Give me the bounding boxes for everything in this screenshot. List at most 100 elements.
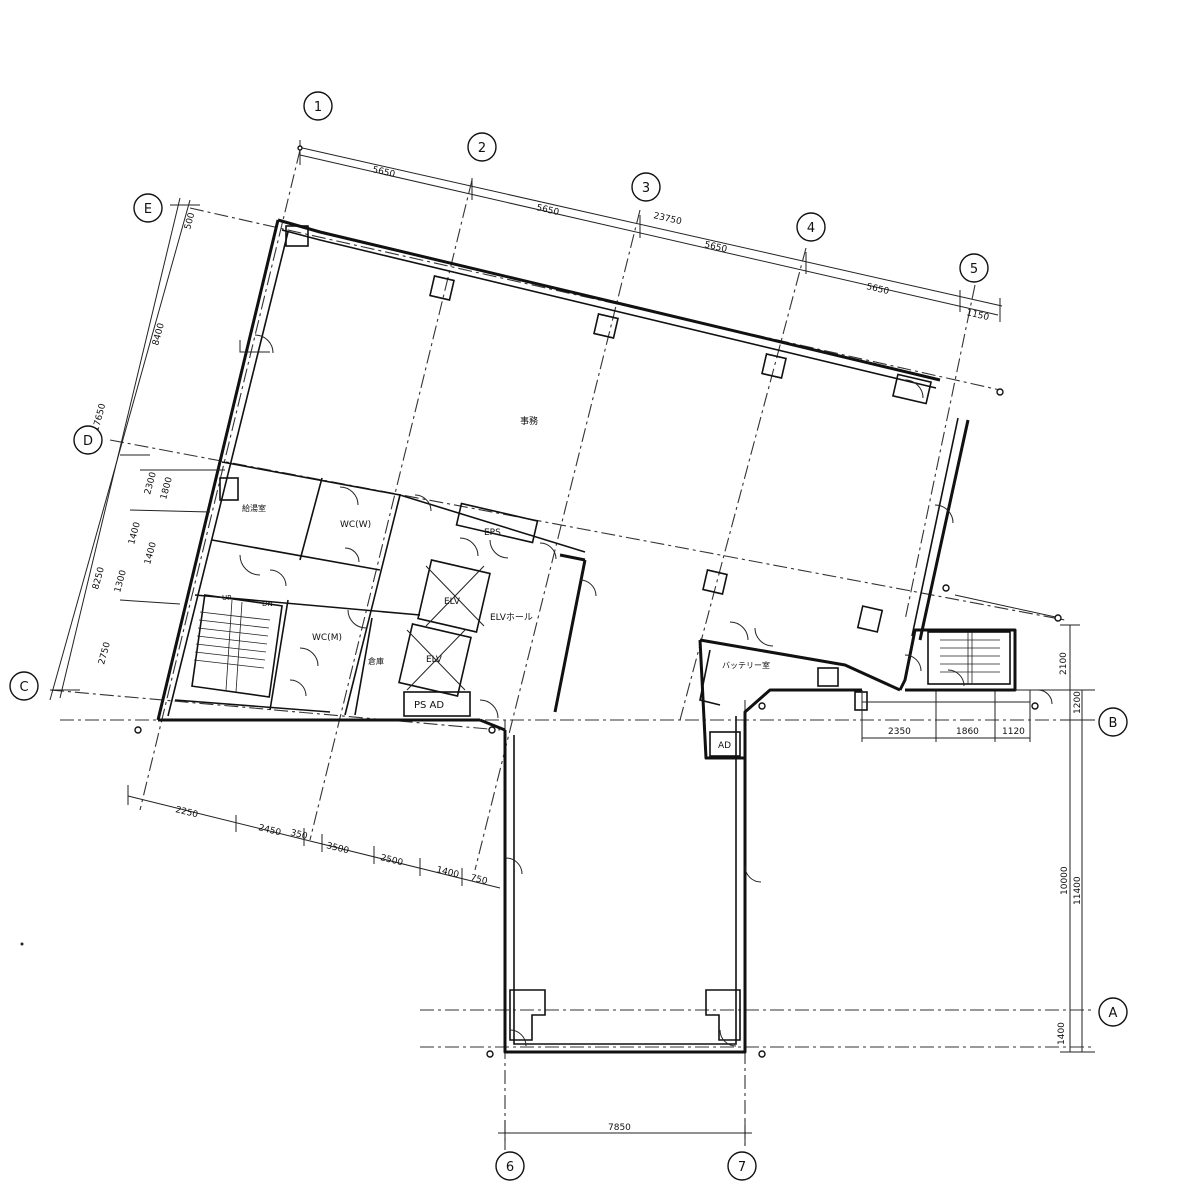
door-swing	[269, 569, 287, 587]
grid-bubble-label-d: D	[83, 434, 93, 449]
grid-bubble-e	[133, 193, 163, 223]
room-label-ad: AD	[718, 741, 731, 751]
elevator-shaft	[398, 623, 472, 697]
dim-left-lower: 8250	[91, 566, 107, 591]
dim-rb-b: 1860	[956, 727, 979, 737]
room-label-ps-ad: PS AD	[414, 700, 444, 711]
column	[429, 275, 455, 301]
grid-bubble-label-c: C	[19, 680, 28, 695]
door-swing	[947, 669, 965, 687]
grid-line-c	[49, 689, 501, 731]
top-dimension-string: 5650 5650 23750 5650 5650 1150	[297, 140, 1003, 323]
grid-bubble-d	[73, 425, 103, 455]
room-label-storage: 倉庫	[368, 656, 384, 666]
dim-rb-a: 2350	[888, 727, 911, 737]
door-swing	[344, 547, 360, 563]
duct	[817, 667, 839, 687]
door-swing	[904, 654, 922, 672]
room-label-ev-2: ELV	[426, 655, 443, 665]
column	[854, 691, 868, 711]
door-swing	[744, 865, 762, 883]
column	[705, 989, 741, 1041]
dim-end: 1150	[965, 308, 990, 323]
column	[285, 225, 309, 247]
bottom-dimension-string: 7850	[498, 1120, 752, 1145]
column	[761, 353, 787, 379]
grid-bubble-1	[303, 91, 333, 121]
dim-bl-f: 1400	[435, 865, 460, 880]
dim-right-total: 11400	[1073, 876, 1083, 905]
grid-bubble-label-e: E	[144, 202, 152, 217]
stair-label-dn: DN	[262, 600, 273, 608]
dim-left-sub-e: 1300	[113, 569, 129, 594]
dim-right-upper: 2100	[1059, 652, 1069, 675]
grid-line-3	[474, 209, 641, 871]
room-labels: 事務 給湯室 WC(W) WC(M) ELV ELV ELVホール 倉庫 EPS…	[222, 415, 770, 751]
door-swing	[239, 340, 270, 353]
exterior-walls	[156, 218, 1017, 1054]
door-swing	[254, 334, 274, 354]
door-swing	[505, 857, 523, 875]
door-swing	[719, 1029, 737, 1047]
door-swing	[904, 379, 924, 399]
door-swing	[934, 504, 954, 524]
room-label-ev-hall: ELVホール	[490, 612, 533, 623]
dim-bl-g: 750	[469, 873, 488, 887]
dim-left-upper: 8400	[151, 322, 167, 347]
door-swing	[479, 699, 499, 719]
dim-left-sub-c: 1400	[127, 521, 143, 546]
room-label-eps: EPS	[484, 528, 501, 538]
ad-shaft	[709, 731, 741, 757]
grid-bubble-label-3: 3	[642, 181, 650, 196]
elevator-shaft	[417, 559, 491, 633]
dim-bl-c: 350	[289, 828, 308, 842]
room-label-wc-w: WC(W)	[340, 520, 371, 530]
door-swing	[579, 579, 597, 597]
door-swing	[347, 609, 367, 629]
left-dimension-string: 500 8400 17650 8250 2300 1800 1400 1400 …	[49, 197, 200, 701]
dim-right-inner: 10000	[1060, 866, 1070, 895]
door-swing	[459, 537, 479, 557]
door-swing	[339, 486, 359, 506]
eps-room	[455, 502, 539, 544]
grid-bubble-label-2: 2	[478, 141, 486, 156]
columns	[285, 225, 932, 1041]
grid-bubble-6	[495, 1151, 525, 1181]
dim-bay-3-4: 5650	[703, 240, 728, 255]
dim-rb-c: 1120	[1002, 727, 1025, 737]
right-dimension-string: 10000 11400 1400 2100 1200	[1057, 624, 1095, 1053]
lounge-counter	[219, 477, 239, 501]
door-swing	[539, 542, 557, 560]
grid-bubble-label-1: 1	[314, 100, 322, 115]
grid-bubble-label-a: A	[1109, 1006, 1118, 1021]
grid-bubble-c	[9, 671, 39, 701]
grid-bubble-2	[467, 132, 497, 162]
dim-bay-4-5: 5650	[865, 282, 890, 297]
column	[702, 569, 728, 595]
grid-line-4	[679, 247, 807, 721]
door-swing	[414, 494, 432, 512]
stair-east	[927, 631, 1011, 685]
dim-left-sub-d: 1400	[143, 541, 159, 566]
stair-label-up: UP	[222, 594, 231, 602]
dim-total-top: 23750	[652, 211, 682, 227]
door-swing	[1037, 689, 1053, 705]
grid-bubble-label-6: 6	[506, 1160, 514, 1175]
room-label-garbage: バッテリー室	[722, 660, 770, 670]
dim-bl-a: 2250	[174, 805, 199, 820]
grid-bubble-a	[1098, 997, 1128, 1027]
dim-bay-1-2: 5650	[371, 165, 396, 180]
survey-markers	[20, 145, 1062, 1058]
core-rooms	[174, 461, 839, 757]
dim-right-lower: 1400	[1057, 1022, 1067, 1045]
column	[892, 373, 932, 405]
room-label-wc-m: WC(M)	[312, 633, 342, 643]
grid-bubble-label-7: 7	[738, 1160, 746, 1175]
door-swing	[289, 679, 307, 697]
grid-bubble-label-5: 5	[970, 262, 978, 277]
door-swing	[509, 1029, 527, 1047]
grid-line-e	[189, 207, 1001, 391]
column	[593, 313, 619, 339]
dim-bl-b: 2450	[257, 823, 282, 838]
